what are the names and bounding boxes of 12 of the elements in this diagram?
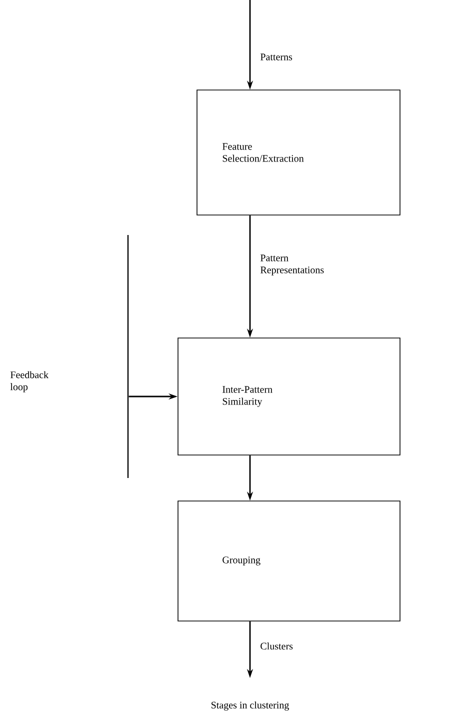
caption: Stages in clustering [212,701,289,711]
edge-label: Pattern Representations [260,254,324,276]
edge-label: Clusters [260,642,293,650]
process-box [178,338,400,456]
box-text: Inter-Pattern Similarity [222,386,272,407]
process-box [178,500,400,622]
side-label: Feedback loop [10,371,49,392]
process-box [196,90,400,216]
edge-label: Patterns [260,54,292,60]
feedback-line [127,235,129,478]
box-text: Feature Selection/Extraction [222,143,304,162]
box-text: Grouping [222,556,260,566]
